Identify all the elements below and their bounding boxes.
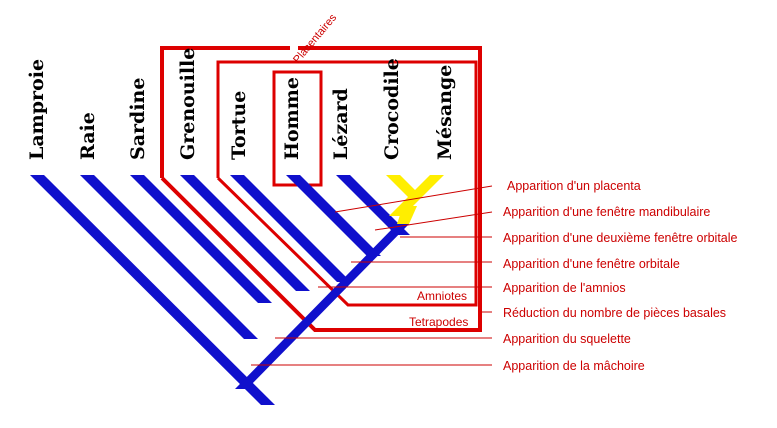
leader-fenetre-mandibulaire xyxy=(374,211,493,231)
taxon-label-mesange: Mésange xyxy=(434,65,456,160)
branch-archosaur-stem xyxy=(397,206,417,224)
character-deuxieme-fenetre-orbitale: Apparition d'une deuxième fenêtre orbita… xyxy=(503,231,738,245)
cladogram-branches xyxy=(30,175,444,405)
leader-placenta xyxy=(334,185,493,213)
taxon-label-crocodile: Crocodile xyxy=(381,58,403,160)
branch-stem xyxy=(235,224,409,389)
amniotes-box xyxy=(216,60,478,307)
character-fenetre-mandibulaire: Apparition d'une fenêtre mandibulaire xyxy=(503,205,710,219)
taxon-label-tortue: Tortue xyxy=(228,91,250,160)
taxon-labels: Lamproie Raie Sardine Grenouille Tortue … xyxy=(26,48,456,160)
taxon-label-lamproie: Lamproie xyxy=(26,59,48,160)
branch-tortue xyxy=(230,175,351,282)
branch-lamproie xyxy=(30,175,275,405)
branch-grenouille xyxy=(180,175,310,291)
taxon-label-raie: Raie xyxy=(77,112,99,160)
branch-raie xyxy=(80,175,258,339)
taxon-label-homme: Homme xyxy=(281,77,303,160)
character-fenetre-orbitale: Apparition d'une fenêtre orbitale xyxy=(503,257,680,271)
branch-homme xyxy=(286,175,381,256)
group-label-placentaires: Placentaires xyxy=(291,11,339,65)
character-placenta: Apparition d'un placenta xyxy=(507,179,641,193)
branch-lezard xyxy=(336,175,410,235)
character-machoire: Apparition de la mâchoire xyxy=(503,359,645,373)
group-label-tetrapodes: Tetrapodes xyxy=(409,315,468,329)
annotation-lines xyxy=(251,185,493,366)
branch-mesange xyxy=(389,175,444,216)
tetrapodes-box xyxy=(160,46,482,332)
taxon-label-grenouille: Grenouille xyxy=(177,48,199,160)
character-pieces-basales: Réduction du nombre de pièces basales xyxy=(503,306,726,320)
character-squelette: Apparition du squelette xyxy=(503,332,631,346)
taxon-label-lezard: Lézard xyxy=(330,88,352,160)
character-amnios: Apparition de l'amnios xyxy=(503,281,626,295)
taxon-label-sardine: Sardine xyxy=(127,78,149,160)
branch-sardine xyxy=(130,175,272,303)
group-boxes xyxy=(160,46,482,332)
character-annotations: Apparition d'un placenta Apparition d'un… xyxy=(503,179,738,373)
group-label-amniotes: Amniotes xyxy=(417,289,467,303)
